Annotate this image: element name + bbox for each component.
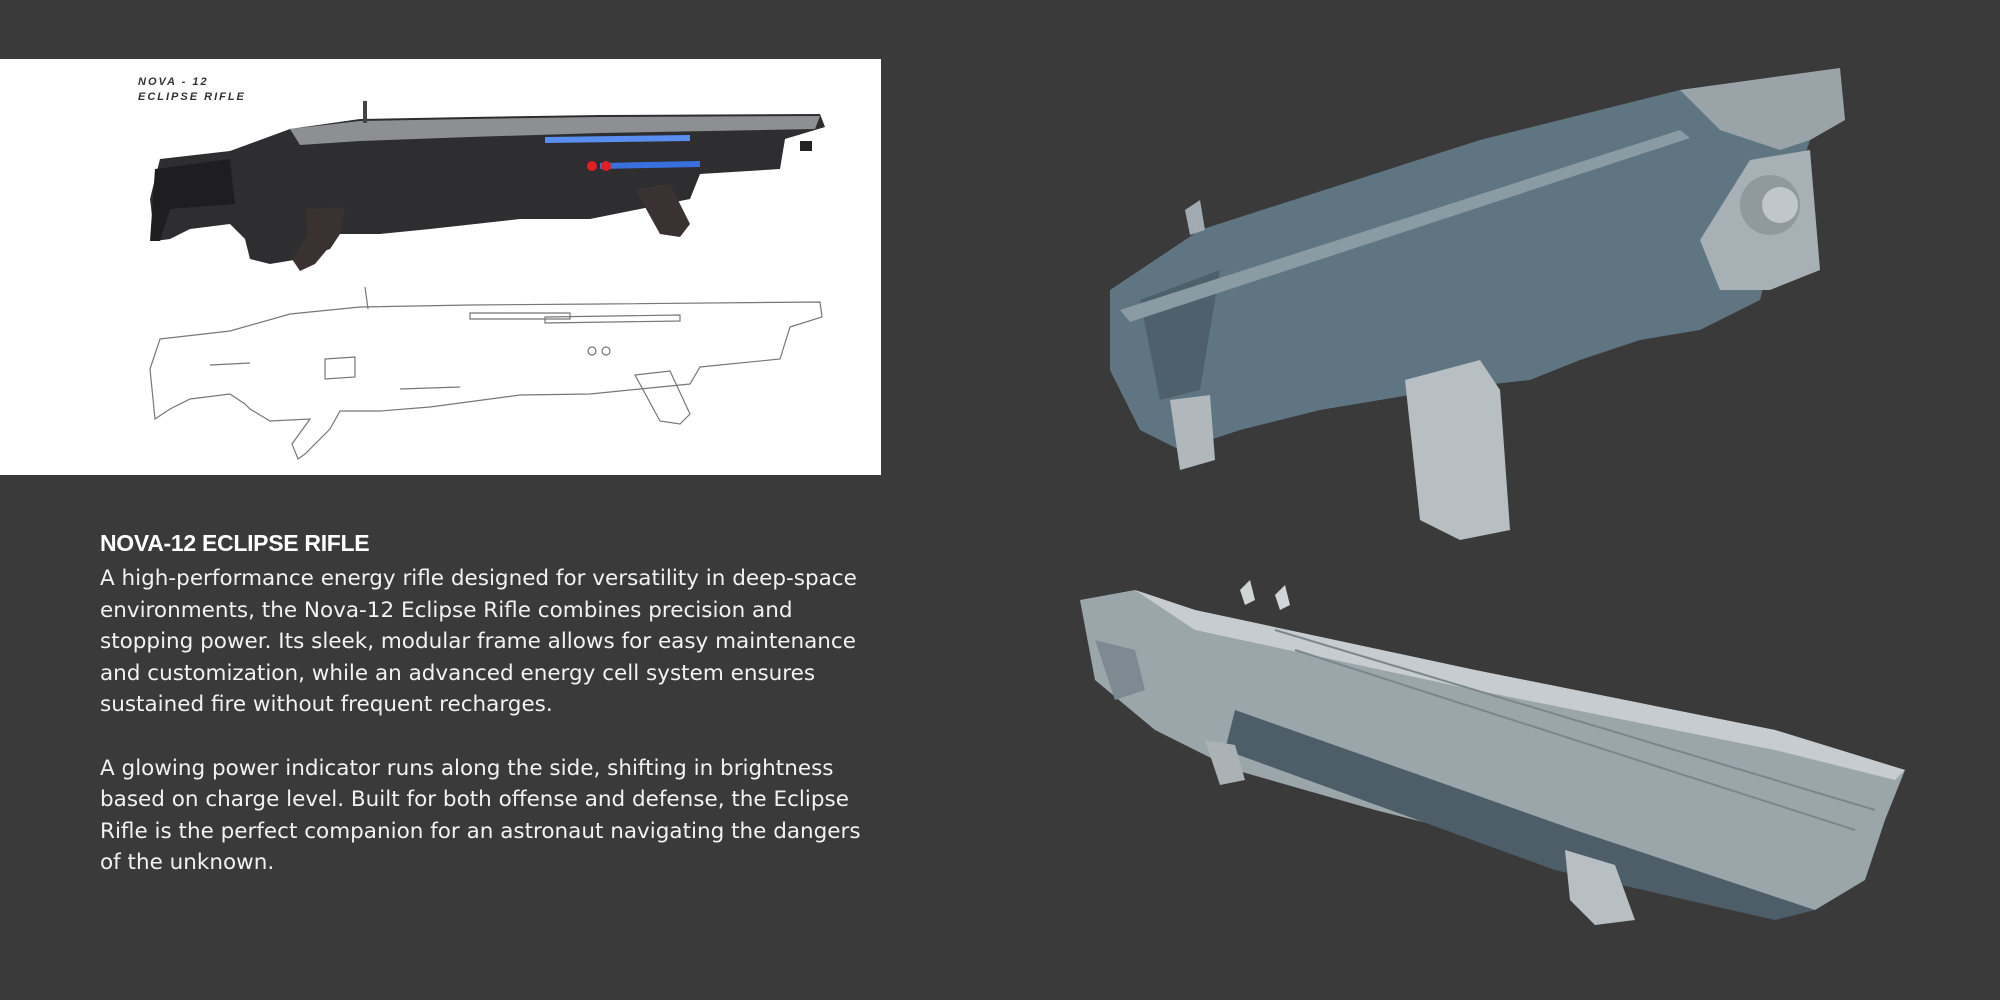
rifle-color-render	[150, 101, 825, 271]
rifle-line-art	[149, 286, 823, 460]
description-paragraph-2: A glowing power indicator runs along the…	[100, 755, 861, 876]
description-paragraph-1: A high-performance energy rifle designed…	[100, 566, 857, 717]
concept-label-line1: NOVA - 12	[138, 76, 209, 88]
rifle-concept-illustration	[149, 101, 825, 460]
rifle-title: NOVA-12 ECLIPSE RIFLE	[100, 530, 370, 556]
concept-label: NOVA - 12 ECLIPSE RIFLE	[138, 75, 246, 105]
rifle-3d-render-side	[1080, 580, 1905, 925]
concept-art-panel: NOVA - 12 ECLIPSE RIFLE	[0, 59, 881, 475]
concept-label-line2: ECLIPSE RIFLE	[138, 91, 246, 103]
rifle-3d-render-front	[1110, 68, 1845, 540]
description-block: NOVA-12 ECLIPSE RIFLE A high-performance…	[100, 530, 870, 911]
